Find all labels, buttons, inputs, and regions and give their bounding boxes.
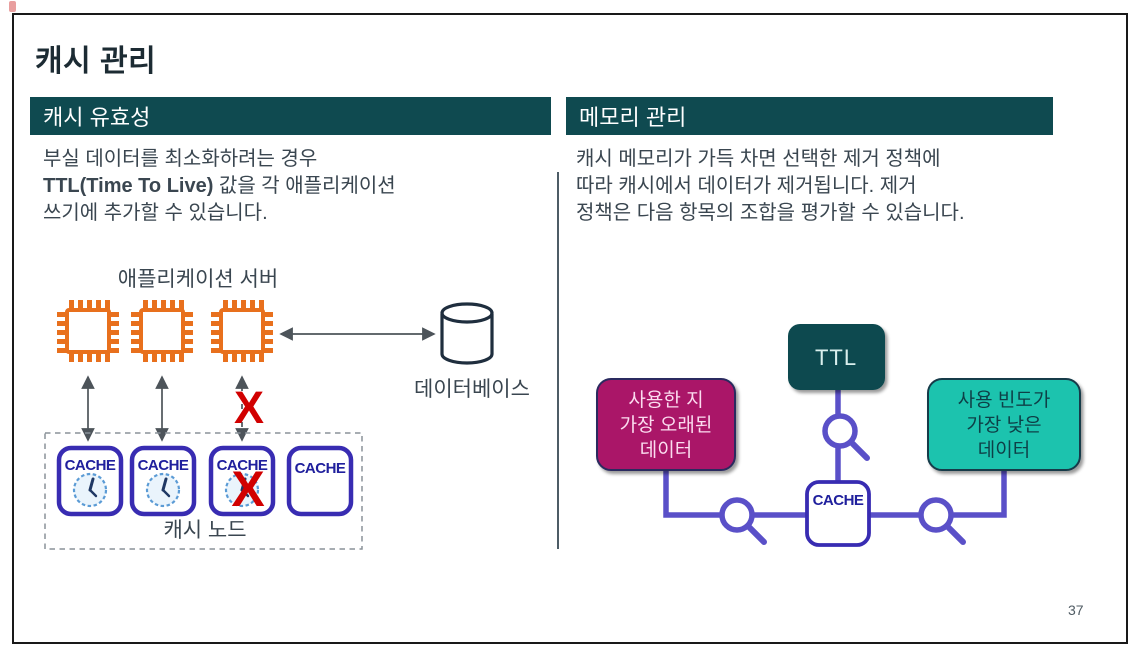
app-servers-label: 애플리케이션 서버 <box>118 268 278 291</box>
cache-node: CACHE <box>56 445 124 517</box>
page-title: 캐시 관리 <box>35 45 157 78</box>
cache-node-label: CACHE <box>138 457 189 474</box>
broken-link-x-icon: X <box>234 382 264 433</box>
text-line: 캐시 메모리가 가득 차면 선택한 제거 정책에 <box>576 148 941 170</box>
ttl-policy-label: TTL <box>815 345 857 370</box>
page-number: 37 <box>1068 602 1084 618</box>
server-chip-icon <box>210 299 274 363</box>
cache-node: CACHE <box>129 445 197 517</box>
ttl-term: TTL(Time To Live) <box>43 175 214 197</box>
cache-validity-diagram: 애플리케이션 서버 데이터베이스 X CACHE CACHE CACHE X C… <box>44 268 530 550</box>
text-line: 정책은 다음 항목의 조합을 평가할 수 있습니다. <box>576 202 965 224</box>
text-segment: 값을 각 애플리케이션 <box>213 175 396 197</box>
inspect-magnifier-icon <box>719 497 767 545</box>
cache-node-empty: CACHE <box>286 445 354 517</box>
lfu-policy-line: 데이터 <box>978 439 1030 461</box>
ttl-policy-box: TTL <box>788 324 885 390</box>
lfu-policy-line: 가장 낮은 <box>966 414 1041 436</box>
text-line: TTL(Time To Live) 값을 각 애플리케이션 <box>43 173 396 200</box>
lfu-policy-line: 사용 빈도가 <box>958 389 1051 411</box>
server-chip-icon <box>130 299 194 363</box>
database-icon <box>440 302 494 365</box>
cache-box: CACHE <box>805 480 871 547</box>
cache-node-expired: CACHE X <box>208 445 276 517</box>
cache-node-label: CACHE <box>65 457 116 474</box>
expired-x-icon: X <box>231 461 264 517</box>
lru-policy-line: 가장 오래된 <box>620 414 713 436</box>
section-header-cache-validity: 캐시 유효성 <box>30 97 551 135</box>
server-chip-icon <box>56 299 120 363</box>
lru-policy-line: 사용한 지 <box>628 389 703 411</box>
section-header-label: 메모리 관리 <box>579 105 687 130</box>
lru-policy-line: 데이터 <box>640 439 692 461</box>
text-line: 부실 데이터를 최소화하려는 경우 <box>43 148 318 170</box>
cache-box-label: CACHE <box>813 492 864 509</box>
memory-management-description: 캐시 메모리가 가득 차면 선택한 제거 정책에 따라 캐시에서 데이터가 제거… <box>576 146 965 227</box>
inspect-magnifier-icon <box>918 497 966 545</box>
cache-node-label: CACHE <box>217 457 268 474</box>
red-corner-mark <box>9 1 16 12</box>
text-line: 따라 캐시에서 데이터가 제거됩니다. 제거 <box>576 175 917 197</box>
cache-nodes-label: 캐시 노드 <box>163 519 246 542</box>
ttl-clock-icon <box>145 472 181 508</box>
lru-policy-box: 사용한 지 가장 오래된 데이터 <box>596 378 736 471</box>
memory-management-diagram: CACHE TTL 사용한 지 가장 오래된 데이터 사용 빈도가 가장 낮은 … <box>596 324 1081 547</box>
lfu-policy-box: 사용 빈도가 가장 낮은 데이터 <box>927 378 1081 471</box>
cache-nodes-group-box <box>44 432 363 550</box>
inspect-magnifier-icon <box>822 413 870 461</box>
section-header-label: 캐시 유효성 <box>43 105 151 130</box>
database-label: 데이터베이스 <box>414 378 530 401</box>
cache-validity-description: 부실 데이터를 최소화하려는 경우 TTL(Time To Live) 값을 각… <box>43 146 396 227</box>
section-header-memory-management: 메모리 관리 <box>566 97 1053 135</box>
ttl-clock-icon <box>72 472 108 508</box>
cache-node-label: CACHE <box>295 460 346 477</box>
text-line: 쓰기에 추가할 수 있습니다. <box>43 202 268 224</box>
column-divider <box>557 172 559 549</box>
